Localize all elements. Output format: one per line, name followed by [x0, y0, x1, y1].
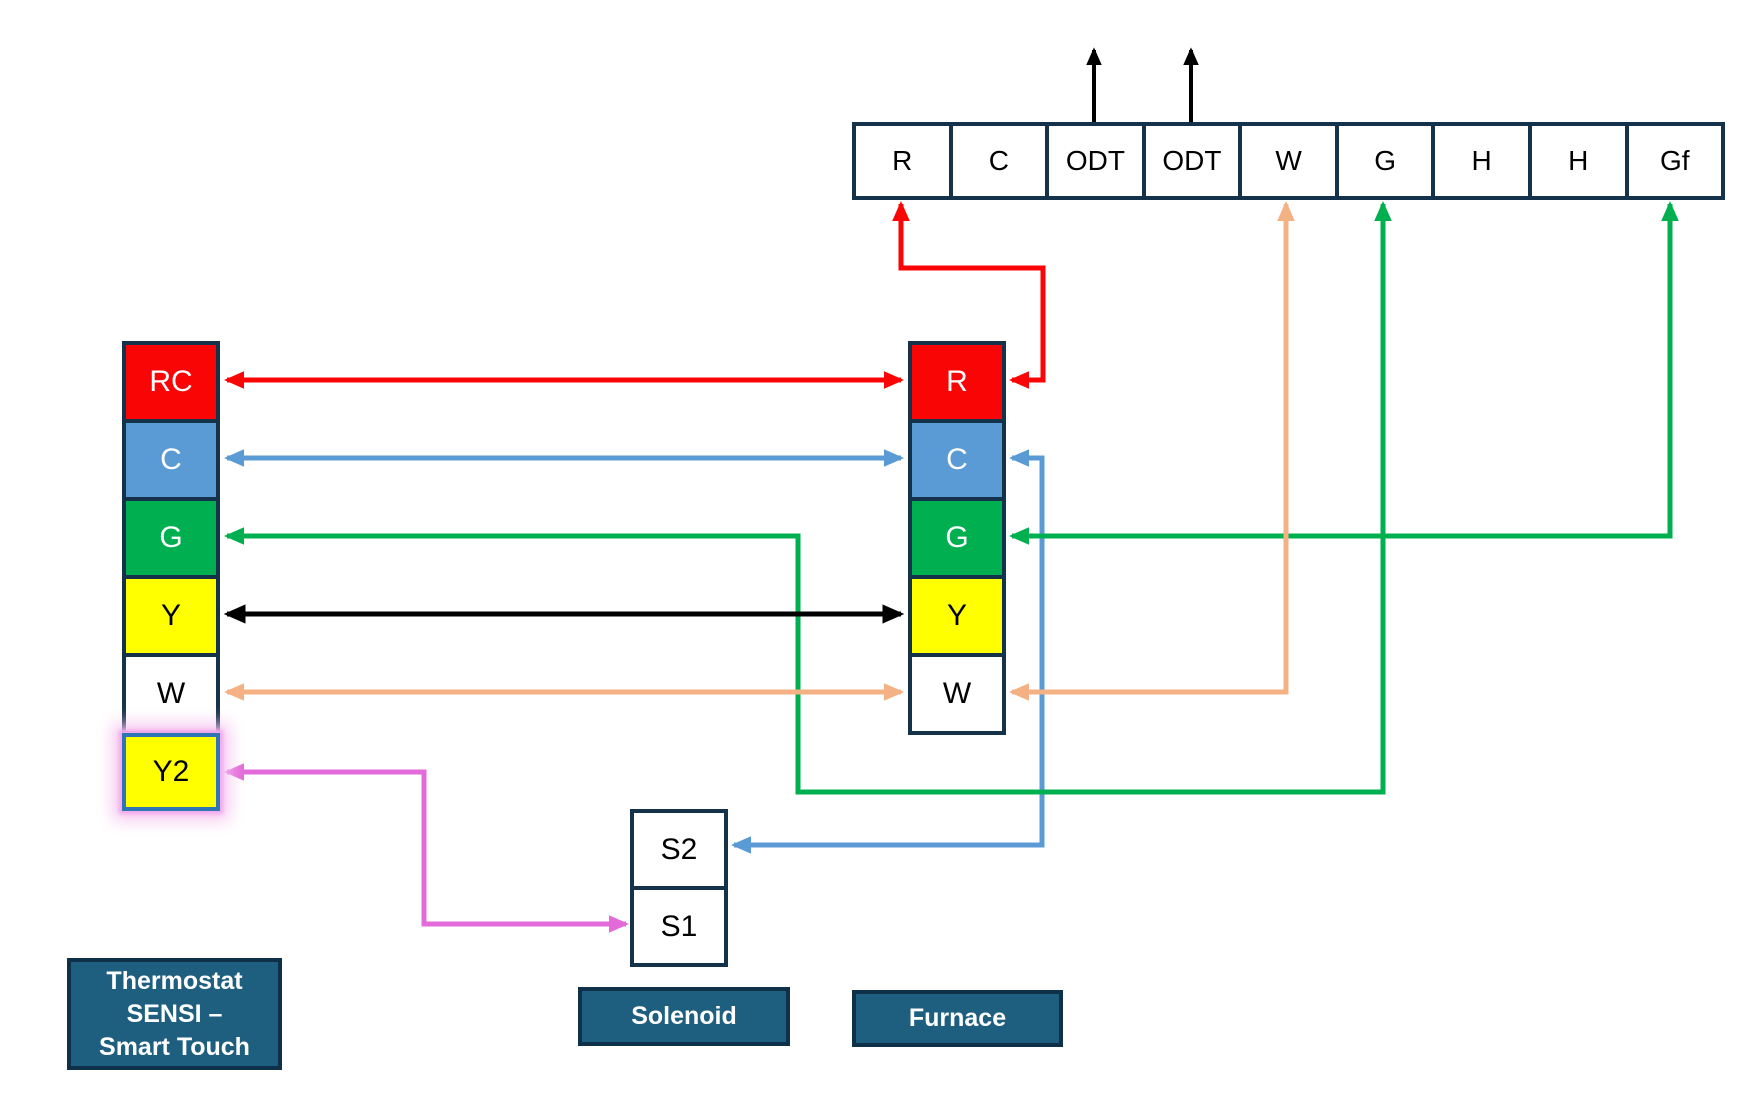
furnace-terminal-g: G	[908, 497, 1006, 579]
thermostat-terminal-rc: RC	[122, 341, 220, 423]
furnace-terminal-y: Y	[908, 575, 1006, 657]
furnace-terminal-w: W	[908, 653, 1006, 735]
thermostat-terminal-w: W	[122, 653, 220, 735]
furnace-label: Furnace	[852, 990, 1063, 1047]
thermostat-terminal-y2: Y2	[122, 733, 220, 811]
top-terminal-g: G	[1334, 126, 1432, 196]
top-terminal-h-1: H	[1431, 126, 1528, 196]
furnace-terminal-c: C	[908, 419, 1006, 501]
solenoid-terminal-s1: S1	[630, 886, 728, 967]
thermostat-label-line-2: SENSI –	[126, 999, 223, 1028]
thermostat-terminal-g: G	[122, 497, 220, 579]
furnace-terminal-r: R	[908, 341, 1006, 423]
wire-peach-furnace-w-to-top-w	[1009, 201, 1295, 701]
wire-green-g-to-top-g	[224, 201, 1392, 795]
top-terminal-gf: Gf	[1624, 126, 1722, 196]
thermostat-terminal-strip: RC C G Y W	[122, 341, 220, 735]
thermostat-terminal-c: C	[122, 419, 220, 501]
top-terminal-w: W	[1238, 126, 1335, 196]
top-terminal-strip: R C ODT ODT W G H H Gf	[852, 122, 1725, 200]
thermostat-label-line-1: Thermostat	[106, 966, 243, 995]
solenoid-terminal-box: S2 S1	[630, 809, 728, 967]
thermostat-label-line-3: Smart Touch	[99, 1032, 250, 1061]
thermostat-terminal-y: Y	[122, 575, 220, 657]
wire-pink-y2-to-solenoid-s1	[224, 763, 629, 933]
top-terminal-odt-2: ODT	[1141, 126, 1239, 196]
top-terminal-r: R	[892, 145, 913, 176]
top-terminal-h-2: H	[1527, 126, 1625, 196]
top-terminal-c: C	[948, 126, 1046, 196]
furnace-terminal-strip: R C G Y W	[908, 341, 1006, 735]
wire-green-furnace-g-to-top-gf	[1009, 201, 1679, 545]
solenoid-label: Solenoid	[578, 987, 790, 1046]
solenoid-terminal-s2: S2	[630, 809, 728, 890]
top-terminal-odt-1: ODT	[1045, 126, 1142, 196]
thermostat-label: Thermostat SENSI – Smart Touch	[67, 958, 282, 1070]
